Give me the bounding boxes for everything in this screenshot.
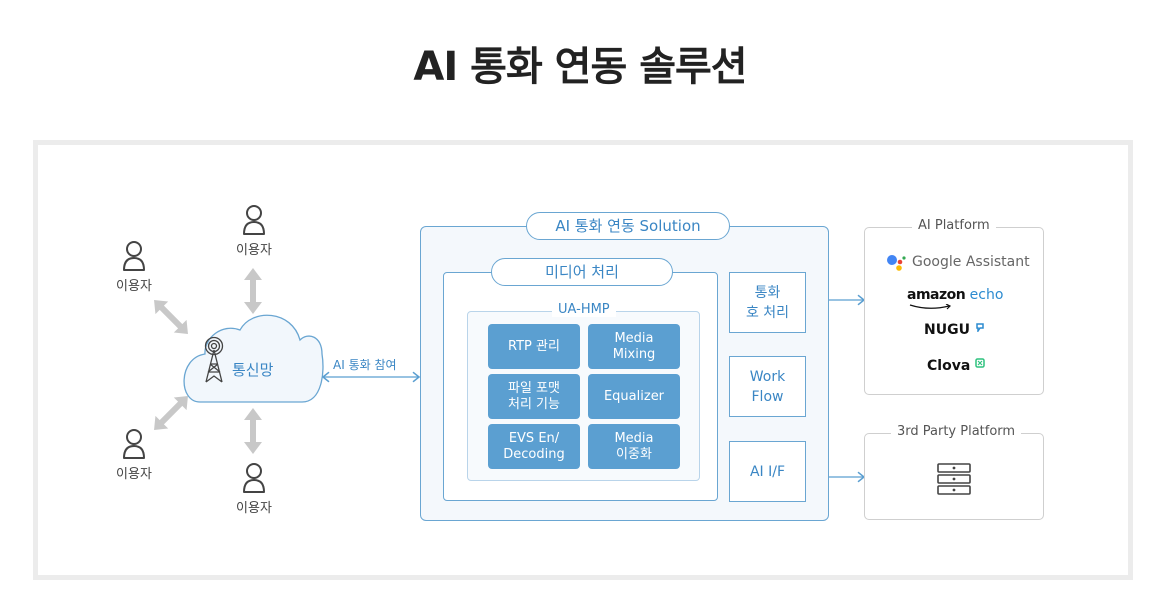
ai-interface-box: AI I/F — [729, 441, 806, 502]
google-assistant-logo: Google Assistant — [886, 253, 1030, 271]
network-label: 통신망 — [232, 361, 274, 379]
google-assistant-icon — [887, 255, 906, 271]
user-top-left: 이용자 — [104, 240, 164, 294]
user-bottom: 이용자 — [224, 462, 284, 516]
user-top: 이용자 — [224, 204, 284, 258]
amazon-smile-icon — [909, 304, 952, 310]
page-title: AI 통화 연동 솔루션 — [413, 44, 747, 90]
user-icon — [243, 205, 265, 235]
nugu-text: NUGU — [924, 322, 970, 338]
user-icon — [123, 429, 145, 459]
tile-equalizer: Equalizer — [588, 374, 680, 419]
double-arrow-bottom — [244, 408, 262, 454]
nugu-bubble-icon — [976, 323, 984, 334]
call-processing-box: 통화 호 처리 — [729, 272, 806, 333]
google-assistant-text: Google Assistant — [912, 254, 1030, 270]
user-icon — [123, 241, 145, 271]
user-bottom-left: 이용자 — [104, 428, 164, 482]
amazon-echo-logo: amazon echo — [907, 287, 1004, 310]
user-icon — [243, 463, 265, 493]
server-icon — [937, 463, 971, 495]
user-label: 이용자 — [236, 501, 272, 516]
connection-label: AI 통화 참여 — [333, 358, 397, 372]
echo-text: echo — [969, 287, 1004, 303]
nugu-logo: NUGU — [924, 322, 985, 338]
tile-file-format: 파일 포맷 처리 기능 — [488, 374, 580, 419]
third-party-platform-title: 3rd Party Platform — [891, 424, 1022, 439]
solution-title: AI 통화 연동 Solution — [526, 212, 730, 240]
user-label: 이용자 — [116, 467, 152, 482]
double-arrow-top — [244, 268, 262, 314]
tile-media-mixing: Media Mixing — [588, 324, 680, 369]
tile-media-redundancy: Media 이중화 — [588, 424, 680, 469]
ua-hmp-title: UA-HMP — [552, 302, 616, 317]
workflow-box: Work Flow — [729, 356, 806, 417]
clova-text: Clova — [927, 358, 971, 374]
clova-logo: Clova — [927, 358, 985, 374]
double-arrow-top-left — [154, 300, 188, 334]
antenna-tower-icon — [204, 336, 224, 383]
user-label: 이용자 — [116, 279, 152, 294]
ai-platform-title: AI Platform — [912, 218, 996, 233]
double-arrow-bottom-left — [154, 396, 188, 430]
tile-rtp: RTP 관리 — [488, 324, 580, 369]
media-processing-title: 미디어 처리 — [491, 258, 673, 286]
user-label: 이용자 — [236, 243, 272, 258]
third-party-platform-box — [864, 433, 1044, 520]
tile-evs-codec: EVS En/ Decoding — [488, 424, 580, 469]
clova-icon — [975, 358, 985, 368]
ai-platform-box — [864, 227, 1044, 395]
amazon-text: amazon — [907, 287, 966, 303]
